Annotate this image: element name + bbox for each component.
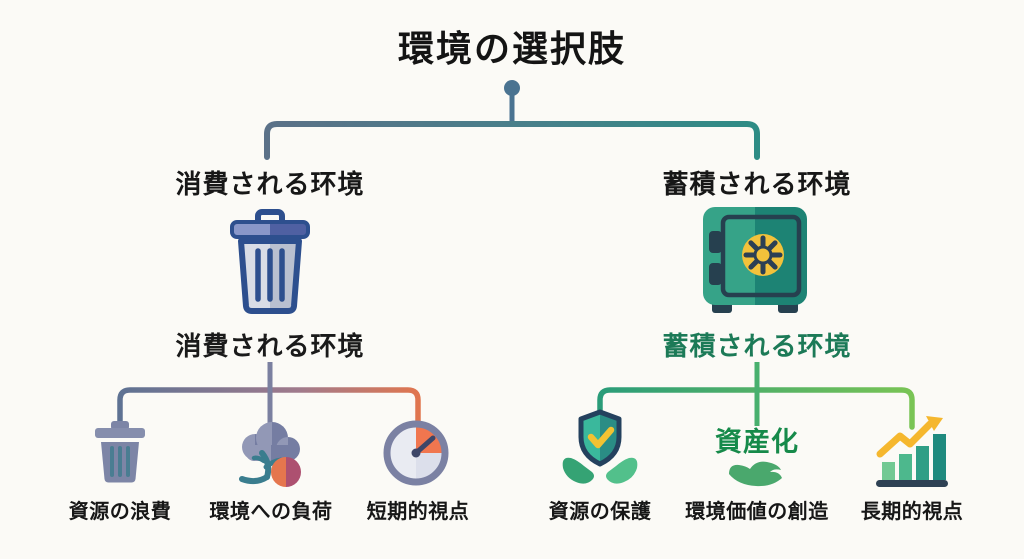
accumulated-environment-subheading: 蓄積される环境 [662,332,852,362]
shield-hands-icon [560,408,640,492]
leaf-label-value-creation: 環境価値の創造 [685,499,829,523]
small-trash-icon [92,421,148,483]
leaf-label-environment-load: 環境への負荷 [209,499,333,523]
leaf-label-resource-waste: 資源の浪費 [68,499,172,523]
asset-caption: 資産化 [715,427,799,458]
accumulated-environment-heading: 蓄積される环境 [662,170,852,200]
consumed-environment-heading: 消費される环境 [175,170,365,200]
growth-chart-icon [872,412,952,490]
leaf-label-short-term-view: 短期的視点 [366,499,470,523]
safe-icon [699,205,811,317]
leaf-label-resource-protection: 資源の保護 [548,499,652,523]
gauge-icon [380,417,452,489]
giving-hand-icon [726,454,788,490]
diagram-title: 環境の選択肢 [397,29,626,70]
consumed-environment-subheading: 消費される环境 [175,332,365,362]
pollution-cloud-icon [234,417,308,491]
trash-can-icon [227,209,313,315]
leaf-label-long-term-view: 長期的視点 [860,499,964,523]
